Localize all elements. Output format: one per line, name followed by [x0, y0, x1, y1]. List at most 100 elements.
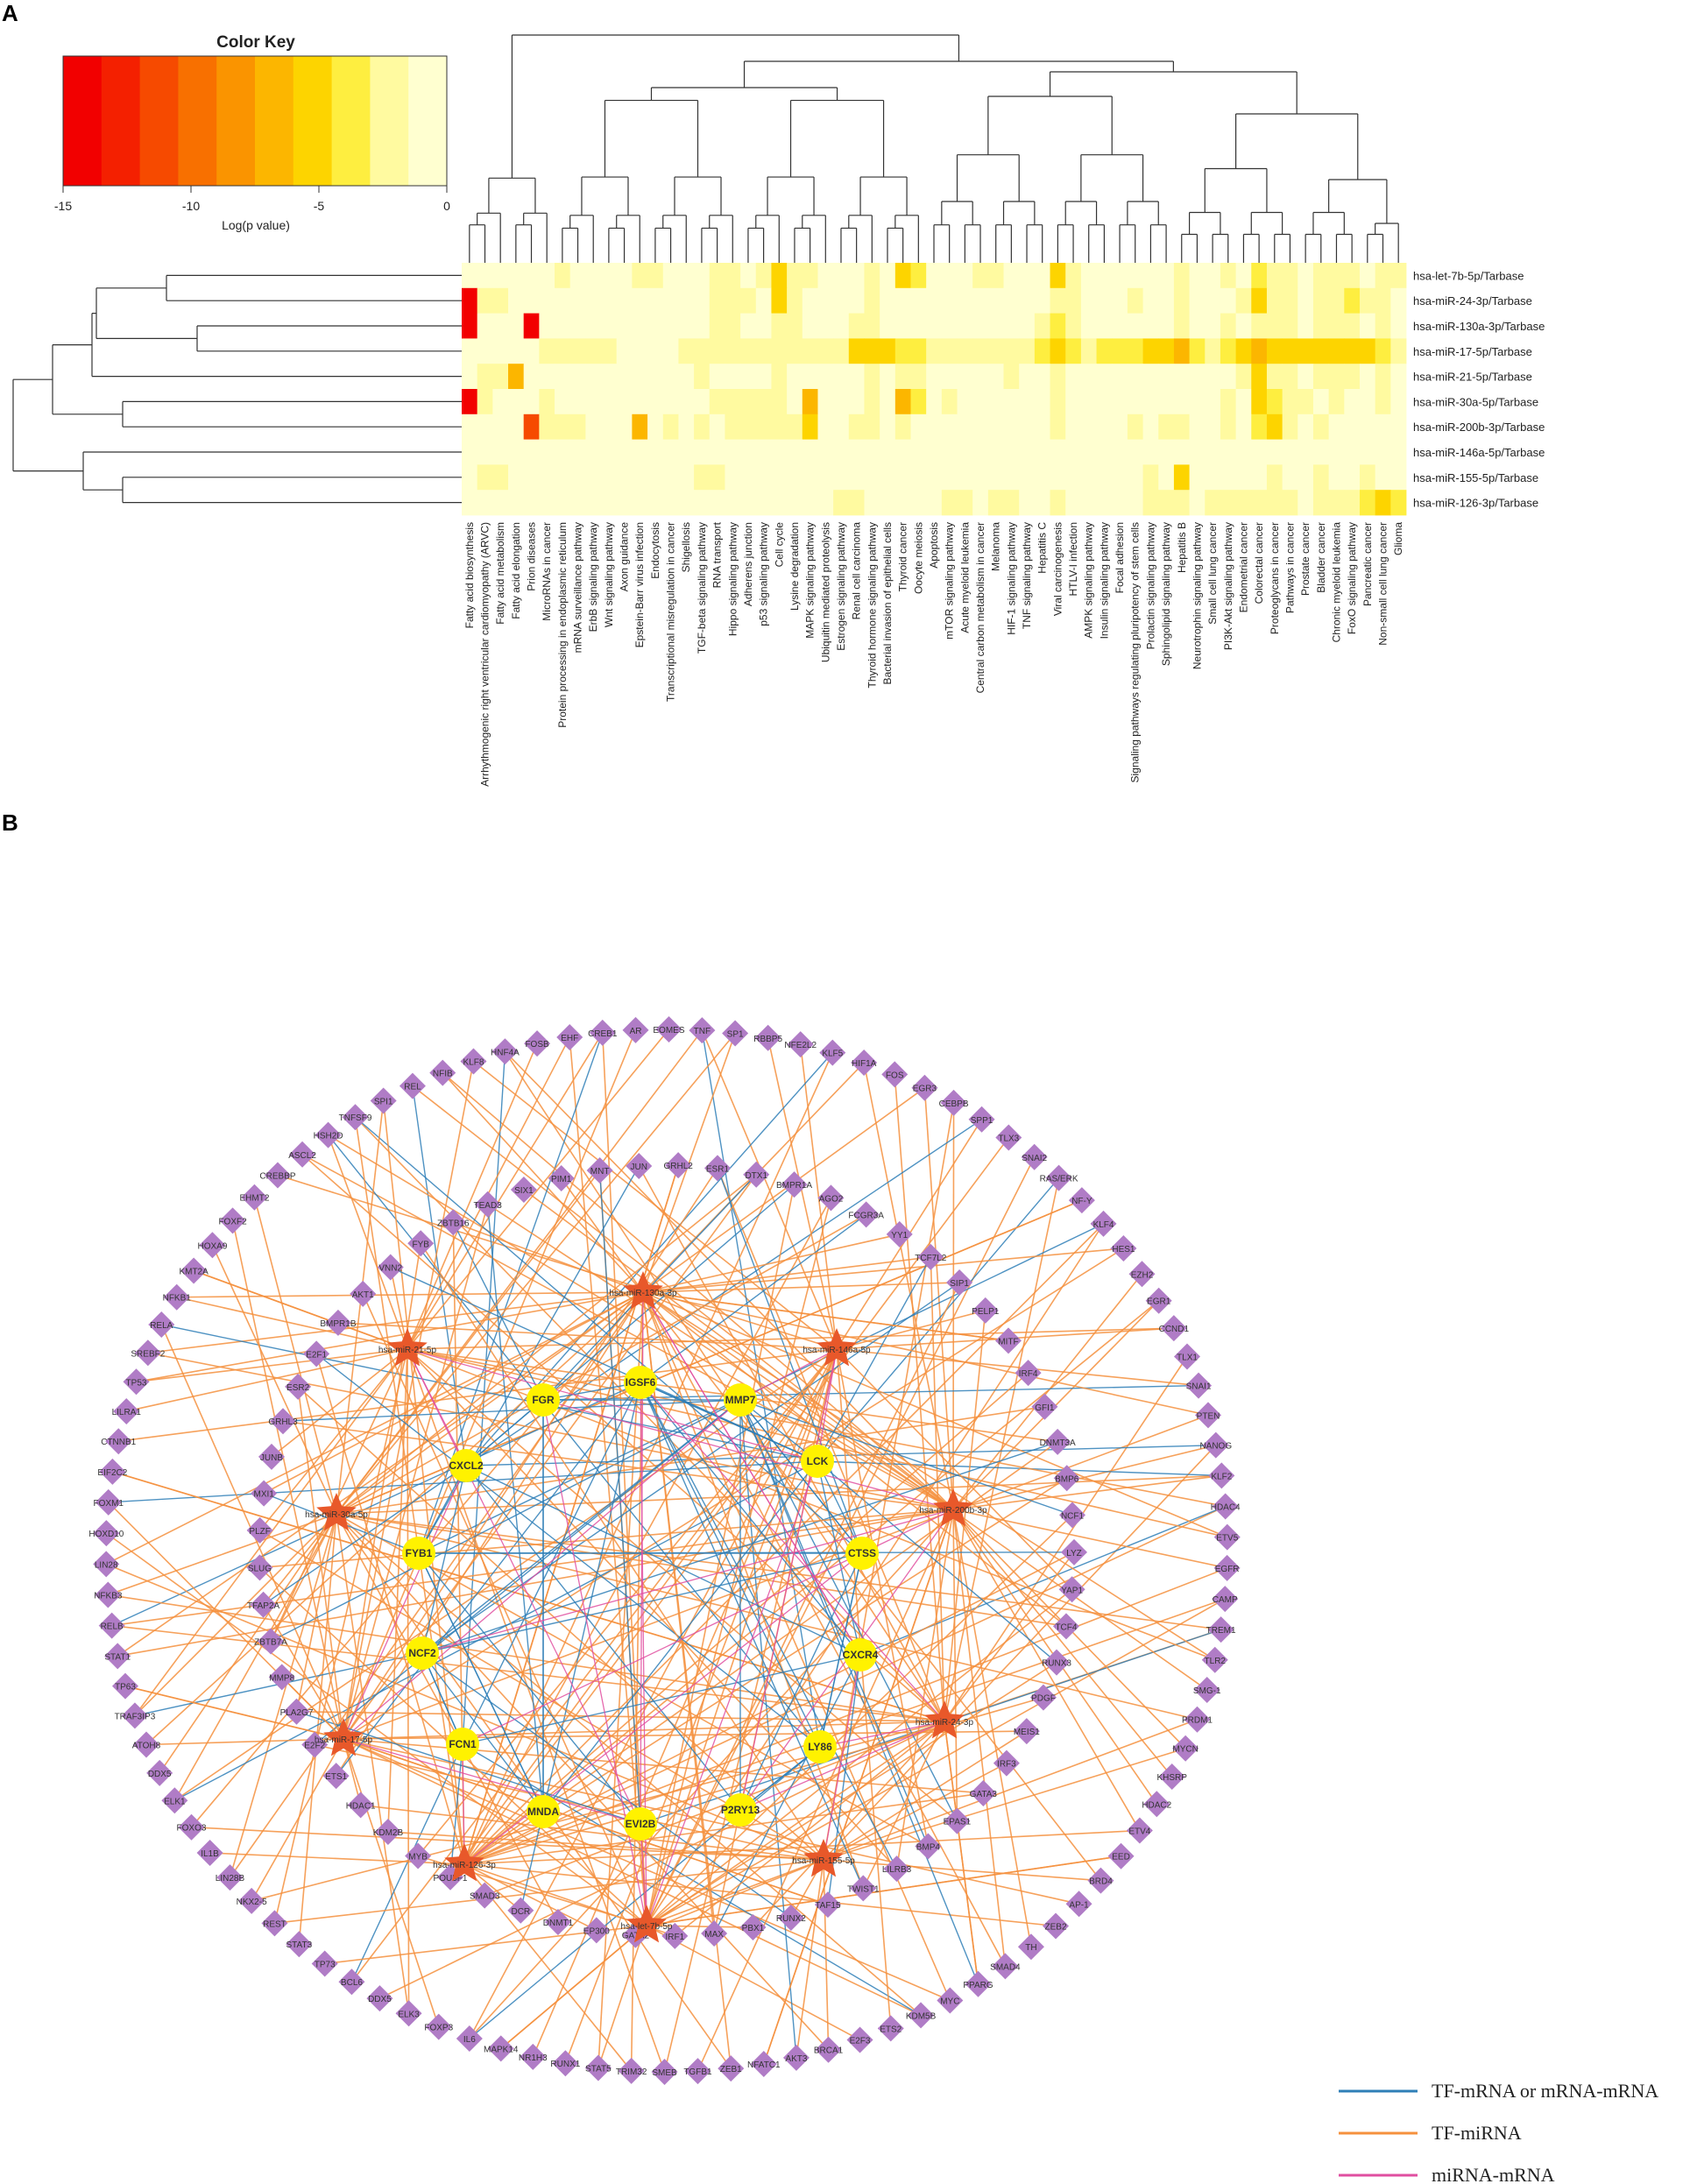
row-label: hsa-let-7b-5p/Tarbase	[1413, 269, 1524, 282]
heatmap-cell	[1235, 287, 1252, 314]
tf-node	[303, 1340, 330, 1368]
mrna-node	[402, 1537, 435, 1570]
tf-node-label: LIN28B	[216, 1874, 245, 1884]
heatmap-cell	[864, 490, 880, 516]
tf-node-label: EP300	[583, 1926, 610, 1936]
network-edge	[463, 1477, 1068, 1865]
heatmap-cell	[926, 263, 943, 289]
heatmap-cell	[833, 464, 850, 491]
heatmap-cell	[926, 464, 943, 491]
heatmap-cell	[1050, 389, 1066, 415]
tf-node-label: TP73	[315, 1961, 336, 1970]
tf-node-label: TWIST1	[847, 1884, 880, 1894]
heatmap-cell	[1205, 439, 1221, 465]
tf-node-label: JUN	[631, 1163, 647, 1172]
heatmap-cell	[910, 313, 927, 339]
heatmap-cell	[740, 364, 757, 390]
tf-node-label: LILRB3	[882, 1865, 912, 1875]
heatmap-cell	[941, 313, 958, 339]
network-edge	[952, 1509, 1173, 1778]
heatmap-cell	[848, 287, 865, 314]
heatmap-cell	[1251, 338, 1268, 364]
column-label: Wnt signaling pathway	[603, 522, 615, 627]
heatmap-cell	[632, 389, 648, 415]
heatmap-cell	[1080, 364, 1097, 390]
row-label: hsa-miR-17-5p/Tarbase	[1413, 345, 1532, 358]
mrna-node	[845, 1537, 879, 1570]
heatmap-cell	[555, 389, 571, 415]
heatmap-cell	[787, 439, 803, 465]
network-edge	[674, 1721, 945, 1937]
heatmap-cell	[817, 439, 834, 465]
heatmap-cell	[1344, 263, 1361, 289]
network-edge	[597, 1348, 838, 2068]
heatmap-cell	[508, 313, 525, 339]
tf-node	[1193, 1677, 1220, 1704]
heatmap-cell	[894, 389, 911, 415]
heatmap-cell	[880, 490, 896, 516]
network-edge	[343, 1738, 829, 1905]
tf-node	[684, 2058, 711, 2085]
column-label: Viral carcinogenesis	[1051, 522, 1064, 616]
heatmap-cell	[833, 263, 850, 289]
heatmap-cell	[1112, 464, 1128, 491]
network-edge	[640, 1382, 861, 1656]
heatmap-cell	[1003, 439, 1020, 465]
mrna-node-label: FCN1	[449, 1738, 477, 1750]
tf-node	[507, 1897, 534, 1924]
heatmap-cell	[632, 464, 648, 491]
tf-node	[782, 2044, 810, 2071]
tf-node-label: HES1	[1112, 1245, 1135, 1255]
tf-node	[510, 1176, 537, 1203]
heatmap-cell	[1282, 389, 1298, 415]
heatmap-cell	[1328, 490, 1345, 516]
column-label: Epstein-Barr virus infection	[633, 522, 646, 647]
heatmap-cell	[616, 313, 633, 339]
tf-node-label: JUNB	[260, 1453, 283, 1463]
column-label: Thyroid cancer	[897, 522, 909, 591]
heatmap-cell	[1189, 263, 1206, 289]
tf-node-label: ZBTB16	[437, 1219, 470, 1228]
heatmap-cell	[694, 464, 711, 491]
network-edge	[601, 1032, 647, 1926]
heatmap-cell	[941, 263, 958, 289]
tf-node	[268, 1664, 295, 1691]
tf-node	[968, 1106, 995, 1133]
tf-node	[196, 1840, 223, 1867]
heatmap-cell	[632, 287, 648, 314]
heatmap-cell	[1375, 338, 1391, 364]
network-edge	[646, 1282, 960, 1926]
color-key-swatch	[408, 56, 448, 186]
tf-node	[1185, 1372, 1213, 1399]
tf-node	[781, 1171, 808, 1198]
network-edge	[836, 1310, 986, 1350]
heatmap-cell	[1050, 490, 1066, 516]
network-edge	[262, 1513, 337, 1606]
network-edge	[335, 1291, 644, 1777]
network-edge	[173, 1513, 337, 1801]
column-label: MAPK signaling pathway	[804, 522, 817, 639]
heatmap-cell	[632, 313, 648, 339]
tf-node	[1195, 1402, 1222, 1429]
tf-node-label: KLF4	[1093, 1220, 1114, 1230]
heatmap-cell	[569, 364, 586, 390]
heatmap-cell	[477, 464, 493, 491]
tf-node	[311, 1950, 338, 1977]
heatmap-cell	[1251, 389, 1268, 415]
tf-node	[651, 2058, 678, 2085]
heatmap-cell	[1297, 413, 1314, 440]
heatmap-cell	[787, 287, 803, 314]
network-edge	[642, 1282, 960, 1293]
heatmap-cell	[462, 464, 478, 491]
heatmap-cell	[1328, 389, 1345, 415]
heatmap-cell	[1080, 338, 1097, 364]
heatmap-cell	[678, 287, 695, 314]
heatmap-cell	[894, 413, 911, 440]
network-edge	[407, 1348, 467, 1467]
tf-node	[1174, 1343, 1201, 1370]
network-edge	[564, 1348, 838, 2064]
heatmap-cell	[1344, 439, 1361, 465]
heatmap-cell	[1065, 490, 1082, 516]
mirna-node-label: hsa-miR-17-5p	[315, 1735, 373, 1745]
heatmap-cell	[569, 263, 586, 289]
